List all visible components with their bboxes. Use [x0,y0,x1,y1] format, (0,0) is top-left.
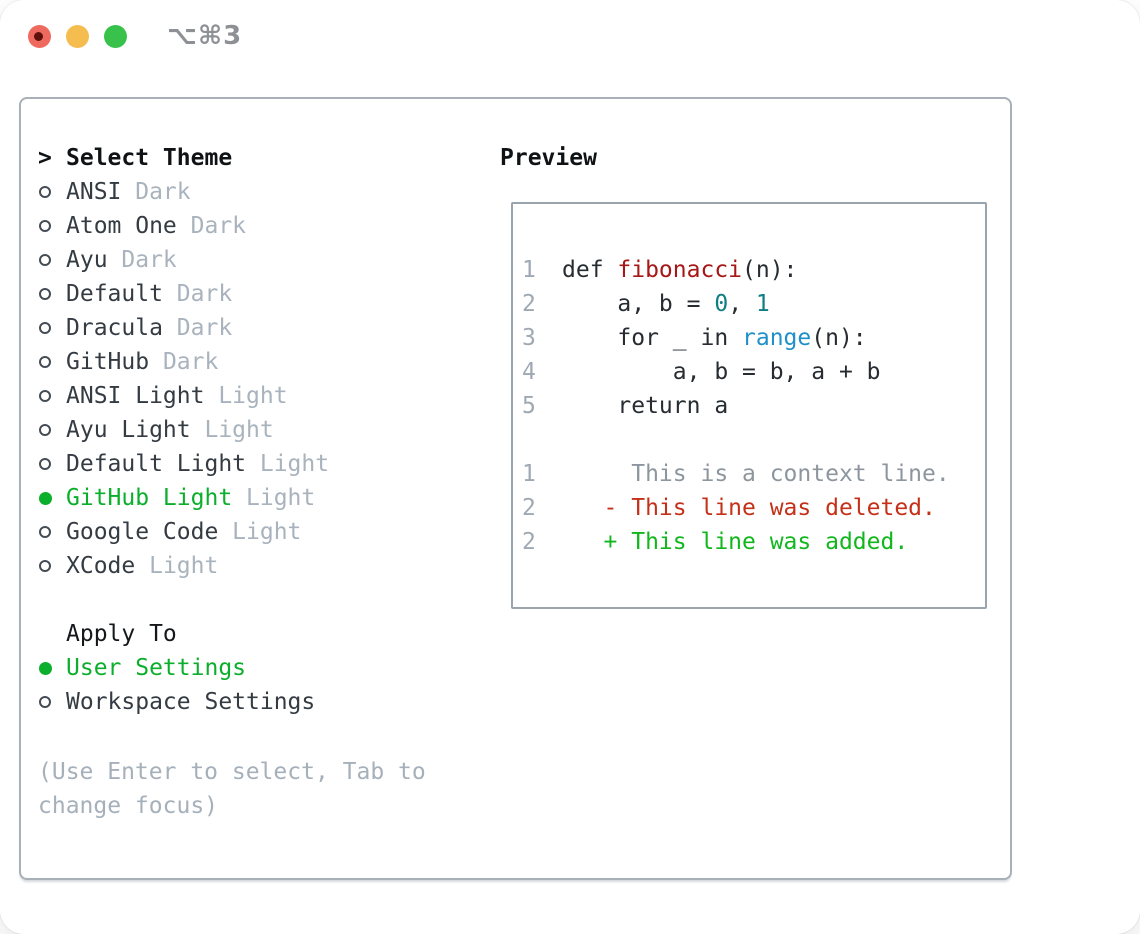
preview-line: 2 + This line was added. [522,525,977,559]
theme-variant-tag: Dark [162,349,219,375]
traffic-lights [28,25,127,48]
radio-icon [38,390,66,402]
theme-variant-tag: Light [149,553,219,579]
apply-to-header: Apply To [38,617,483,651]
caret-icon: > [38,145,52,171]
theme-variant-tag: Light [246,485,316,511]
line-number: 2 [522,529,536,555]
preview-line: 3 for _ in range(n): [522,321,977,355]
radio-icon [38,186,66,198]
line-content: return a [562,393,729,419]
theme-variant-tag: Dark [176,315,233,341]
theme-name: ANSI [66,179,122,205]
line-number [522,423,562,457]
apply-to-title: Apply To [66,621,177,647]
theme-name: GitHub [66,349,150,375]
preview-line: 1 def fibonacci(n): [522,253,977,287]
apply-option-label: Workspace Settings [66,689,316,715]
theme-name: ANSI Light [66,383,205,409]
radio-icon [38,254,66,266]
theme-name: Default [66,281,163,307]
line-content: for _ in range(n): [562,325,867,351]
preview-line: 2 - This line was deleted. [522,491,977,525]
theme-variant-tag: Dark [176,281,233,307]
radio-icon [38,696,66,708]
apply-option-label: User Settings [66,655,247,681]
radio-icon [38,322,66,334]
zoom-button[interactable] [104,25,127,48]
minimize-button[interactable] [66,25,89,48]
radio-icon [38,424,66,436]
line-number: 1 [522,257,536,283]
theme-option-ansi[interactable]: ANSI Dark [38,175,483,209]
line-content: This is a context line. [562,461,950,487]
theme-option-default-light[interactable]: Default Light Light [38,447,483,481]
theme-variant-tag: Dark [135,179,191,205]
hint-text: (Use Enter to select, Tab to change focu… [38,759,426,819]
theme-option-xcode[interactable]: XCode Light [38,549,483,583]
preview-line: 4 a, b = b, a + b [522,355,977,389]
titlebar: ⌥⌘3 [0,0,1140,72]
select-theme-title: Select Theme [66,145,233,171]
preview-title: Preview [500,145,597,171]
theme-variant-tag: Dark [121,247,177,273]
theme-variant-tag: Light [232,519,302,545]
theme-option-atom-one[interactable]: Atom One Dark [38,209,483,243]
line-content: - This line was deleted. [562,495,936,521]
theme-variant-tag: Light [204,417,274,443]
preview-line: 2 a, b = 0, 1 [522,287,977,321]
spacer [38,583,483,617]
preview-line: 5 return a [522,389,977,423]
theme-option-github-light[interactable]: GitHub Light Light [38,481,483,515]
radio-selected-icon [38,661,66,675]
theme-name: XCode [66,553,136,579]
line-content: + This line was added. [562,529,909,555]
theme-name: Atom One [66,213,177,239]
line-content: a, b = b, a + b [562,359,881,385]
theme-name: GitHub Light [66,485,233,511]
line-content: a, b = 0, 1 [562,291,770,317]
theme-option-dracula[interactable]: Dracula Dark [38,311,483,345]
line-number: 3 [522,325,536,351]
theme-variant-tag: Dark [190,213,247,239]
apply-option-user-settings[interactable]: User Settings [38,651,483,685]
line-number: 4 [522,359,536,385]
theme-name: Google Code [66,519,219,545]
theme-variant-tag: Light [218,383,288,409]
theme-option-ayu-light[interactable]: Ayu Light Light [38,413,483,447]
window-title: ⌥⌘3 [167,21,243,51]
theme-option-ansi-light[interactable]: ANSI Light Light [38,379,483,413]
select-theme-header: > Select Theme [38,141,483,175]
apply-option-workspace-settings[interactable]: Workspace Settings [38,685,483,719]
line-content: def fibonacci(n): [562,257,798,283]
radio-icon [38,288,66,300]
theme-option-ayu[interactable]: Ayu Dark [38,243,483,277]
theme-name: Default Light [66,451,247,477]
radio-icon [38,356,66,368]
radio-icon [38,526,66,538]
theme-option-github[interactable]: GitHub Dark [38,345,483,379]
theme-name: Ayu [66,247,108,273]
line-number: 2 [522,495,536,521]
theme-option-google-code[interactable]: Google Code Light [38,515,483,549]
line-number: 5 [522,393,536,419]
radio-icon [38,220,66,232]
theme-variant-tag: Light [259,451,330,477]
preview-line [522,423,977,457]
line-number: 1 [522,461,536,487]
theme-name: Ayu Light [66,417,191,443]
close-button[interactable] [28,25,51,48]
preview-line: 1 This is a context line. [522,457,977,491]
radio-selected-icon [38,491,66,505]
radio-icon [38,458,66,470]
line-number: 2 [522,291,536,317]
theme-option-default[interactable]: Default Dark [38,277,483,311]
radio-icon [38,560,66,572]
theme-name: Dracula [66,315,163,341]
